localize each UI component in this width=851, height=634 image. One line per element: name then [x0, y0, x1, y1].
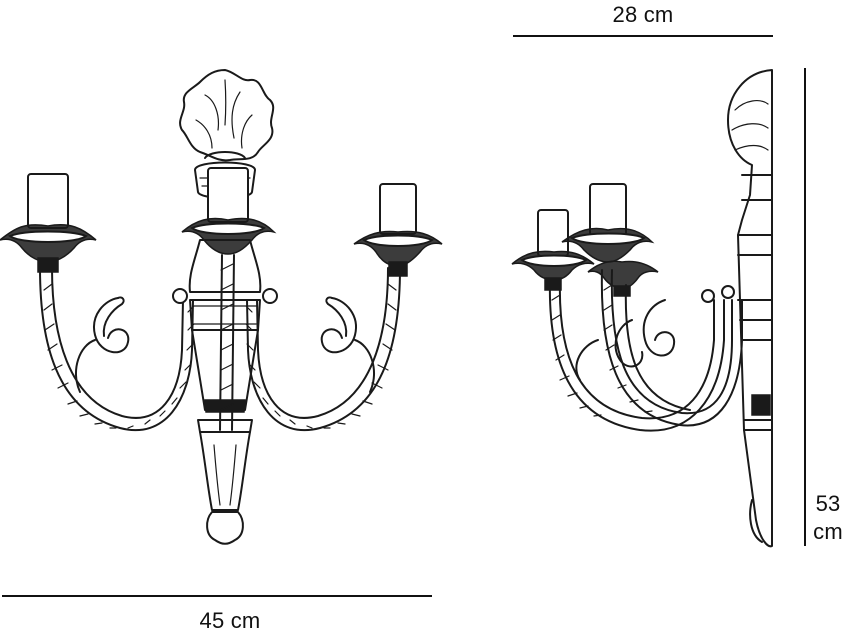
front-finial	[179, 68, 275, 162]
front-right-candle	[353, 183, 443, 277]
front-view	[0, 68, 443, 545]
front-left-candle	[0, 173, 97, 273]
front-right-arm	[245, 267, 401, 431]
width-label: 45 cm	[199, 608, 261, 633]
front-center-candle	[181, 167, 277, 255]
height-label: 53 cm	[808, 490, 848, 546]
front-left-arm	[39, 267, 195, 431]
side-candle-left	[511, 209, 595, 291]
height-value: 53	[815, 491, 841, 516]
side-candle-back	[587, 260, 659, 297]
height-unit: cm	[813, 519, 843, 544]
side-view	[511, 69, 773, 548]
side-candle-center	[561, 183, 655, 263]
side-wall-plate	[727, 69, 773, 548]
depth-label: 28 cm	[612, 2, 674, 27]
side-arms	[548, 269, 743, 432]
